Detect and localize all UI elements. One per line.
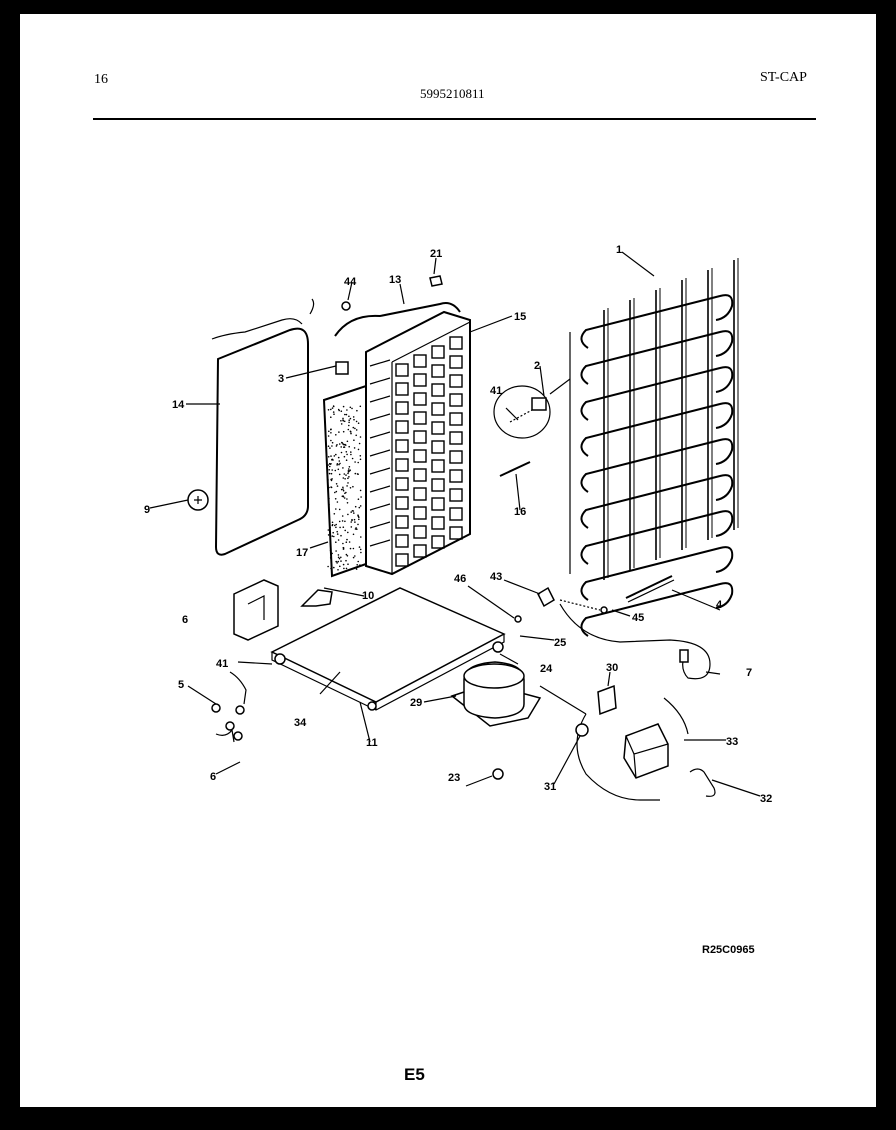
callout-43: 43	[490, 571, 502, 583]
clip-part	[300, 589, 333, 607]
door-panel-part	[187, 298, 315, 556]
callout-32: 32	[760, 793, 772, 805]
callout-1: 1	[616, 244, 622, 256]
callout-24: 24	[540, 663, 553, 675]
callout-11: 11	[366, 737, 378, 749]
callout-29: 29	[410, 697, 422, 709]
callout-46: 46	[454, 573, 466, 585]
callout-10: 10	[362, 590, 374, 602]
electrical-detail	[539, 684, 716, 801]
callout-30: 30	[606, 662, 618, 674]
callout-4: 4	[716, 599, 723, 611]
callout-33: 33	[726, 736, 738, 748]
callout-34: 34	[294, 717, 307, 729]
callout-6b: 6	[182, 614, 188, 626]
detail-circle-2	[493, 378, 571, 439]
callout-13: 13	[389, 274, 401, 286]
callout-3: 3	[278, 373, 284, 385]
part-number: 5995210811	[420, 86, 485, 101]
callout-41a: 41	[216, 658, 228, 670]
page-number: 16	[94, 72, 108, 87]
header-rule	[93, 118, 816, 120]
base-plate-part	[270, 587, 506, 711]
callout-9: 9	[144, 504, 150, 516]
condenser-coil-part	[569, 258, 739, 637]
callout-45: 45	[632, 612, 644, 624]
model-code: ST-CAP	[760, 70, 807, 85]
callout-17: 17	[296, 547, 308, 559]
callout-23: 23	[448, 772, 460, 784]
callout-14: 14	[172, 399, 185, 411]
exploded-parts-diagram: 1 2 3 4 5 6 6 7 9 10 11 13 14 15 16 17 2…	[144, 244, 772, 805]
callout-5: 5	[178, 679, 184, 691]
callout-41b: 41	[490, 385, 502, 397]
compressor-part	[450, 641, 542, 780]
leader-lines	[149, 251, 761, 797]
callout-7: 7	[746, 667, 752, 679]
top-tubing-part	[334, 275, 461, 375]
drawing-code: R25C0965	[702, 944, 755, 956]
callout-15: 15	[514, 311, 526, 323]
callout-16: 16	[514, 506, 526, 518]
fittings-part	[211, 671, 247, 743]
filter-panel-part	[322, 384, 367, 578]
drier-part	[625, 575, 673, 599]
wire-harness-part	[514, 586, 711, 680]
bracket-part	[233, 579, 279, 641]
parts-sheet: 16 5995210811 ST-CAP	[20, 14, 876, 1107]
callout-44: 44	[344, 276, 357, 288]
evaporator-part	[365, 310, 471, 576]
callout-6a: 6	[210, 771, 216, 783]
callout-25: 25	[554, 637, 566, 649]
callout-2: 2	[534, 360, 540, 372]
callout-labels: 1 2 3 4 5 6 6 7 9 10 11 13 14 15 16 17 2…	[144, 244, 772, 805]
callout-31: 31	[544, 781, 556, 793]
page-label: E5	[404, 1065, 425, 1084]
part-16-tube	[499, 461, 531, 477]
callout-21: 21	[430, 248, 442, 260]
